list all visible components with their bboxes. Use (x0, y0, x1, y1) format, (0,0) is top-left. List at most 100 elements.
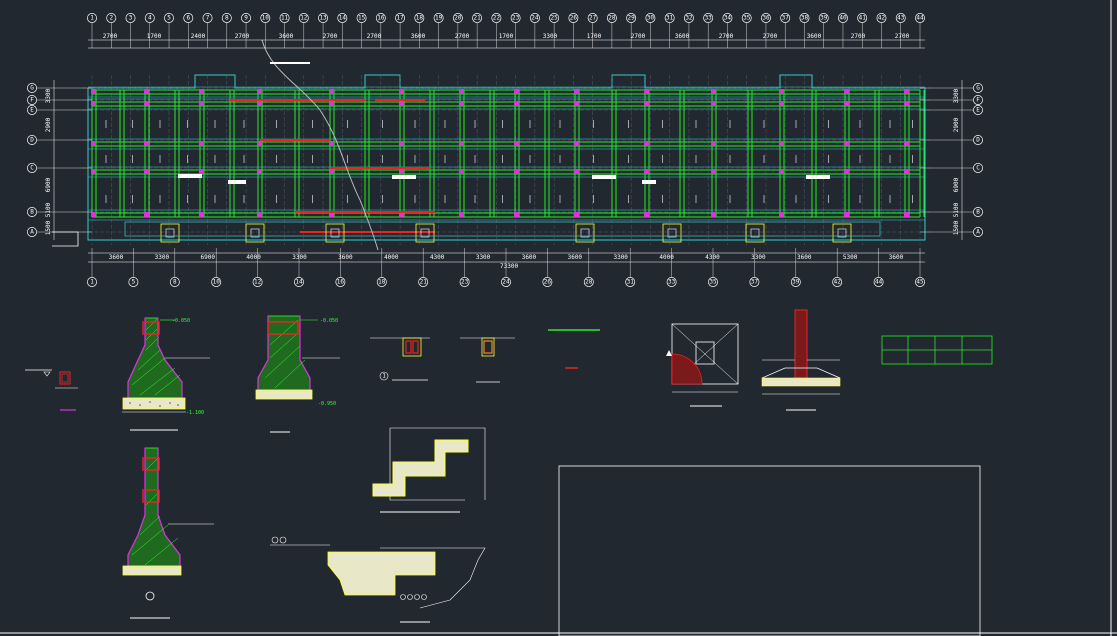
bottom-dim-value: 3600 (797, 254, 812, 261)
bottom-dim-value: 3300 (292, 254, 307, 261)
axis-label-top: 4 (148, 15, 152, 22)
axis-label-top: 34 (724, 15, 732, 22)
axis-label-bottom: 44 (875, 279, 883, 286)
axis-bubble-bottom (376, 277, 387, 287)
axis-label-top: 37 (782, 15, 790, 22)
detail-strip-footing-1: -0.050 -1.100 (122, 317, 210, 431)
axis-label-bottom: 33 (668, 279, 676, 286)
bottom-dim-value: 3300 (613, 254, 628, 261)
bottom-dim-value: 3600 (889, 254, 904, 261)
axis-label-top: 28 (608, 15, 616, 22)
axis-bubble-bottom (252, 277, 263, 287)
axis-label-side: F (30, 97, 34, 104)
axis-bubble-top (298, 13, 309, 23)
axis-bubble-bottom (583, 277, 594, 287)
top-dim-value: 3600 (807, 33, 822, 40)
bottom-dim-value: 3600 (568, 254, 583, 261)
axis-bubble-side (973, 135, 983, 145)
axis-bubble-top (106, 13, 117, 23)
axis-bubble-top (761, 13, 771, 23)
axis-bubble-top (645, 13, 656, 23)
detail-isolated-footing-section (761, 309, 841, 411)
axis-bubble-bottom (211, 277, 222, 287)
axis-label-side: G (30, 85, 34, 92)
axis-bubble-bottom (790, 277, 801, 287)
axis-bubble-side (973, 227, 983, 237)
top-dim-value: 2700 (895, 33, 910, 40)
axis-bubble-top (260, 13, 271, 23)
top-dim-value: 2700 (631, 33, 646, 40)
axis-label-top: 44 (916, 15, 924, 22)
top-dim-value: 1700 (147, 33, 162, 40)
pile-cap (415, 223, 435, 243)
axis-bubble-side (27, 163, 37, 173)
axis-bubble-bottom (915, 277, 925, 287)
axis-label-top: 26 (570, 15, 578, 22)
axis-bubble-top (144, 13, 155, 23)
axis-label-bottom: 35 (709, 279, 717, 286)
plan-break-curve (261, 39, 379, 251)
axis-label-bottom: 21 (420, 279, 428, 286)
axis-label-side: A (976, 229, 980, 236)
bottom-dim-value: 4300 (705, 254, 720, 261)
axis-bubble-side (973, 105, 983, 115)
axis-bubble-top (241, 13, 251, 23)
axis-label-side: A (30, 229, 34, 236)
axis-label-side: C (30, 165, 34, 172)
axis-bubble-bottom (873, 277, 884, 287)
total-length-label: 73300 (500, 263, 518, 270)
top-dim-value: 2700 (763, 33, 778, 40)
axis-bubble-top (683, 13, 694, 23)
axis-bubble-bottom (87, 277, 97, 287)
axis-bubble-bottom (335, 277, 346, 287)
axis-bubble-top (895, 13, 906, 23)
axis-label-side: D (30, 137, 34, 144)
top-dim-value: 2700 (719, 33, 734, 40)
axis-label-top: 11 (281, 15, 289, 22)
axis-label-top: 15 (358, 15, 366, 22)
axis-label-top: 19 (435, 15, 443, 22)
axis-label-side: G (976, 85, 980, 92)
axis-bubble-top (318, 13, 329, 23)
axis-label-top: 29 (628, 15, 636, 22)
axis-label-top: 30 (647, 15, 655, 22)
axis-bubble-top (549, 13, 560, 23)
axis-label-bottom: 42 (834, 279, 842, 286)
axis-label-top: 41 (859, 15, 867, 22)
axis-bubble-bottom (625, 277, 636, 287)
pile-cap (160, 223, 180, 243)
bottom-dim-value: 4000 (384, 254, 399, 261)
axis-label-bottom: 23 (461, 279, 469, 286)
top-dim-value: 2700 (455, 33, 470, 40)
top-dim-value: 2400 (191, 33, 206, 40)
axis-label-top: 39 (820, 15, 828, 22)
axis-bubble-bottom (666, 277, 677, 287)
axis-bubble-top (838, 13, 848, 23)
top-dim-value: 2700 (323, 33, 338, 40)
detail-foundation-step-2 (270, 536, 486, 623)
plan-grid-lines (82, 75, 930, 245)
detail-3-section-circle (145, 591, 155, 601)
axis-label-bottom: 31 (627, 279, 635, 286)
axis-label-top: 31 (666, 15, 674, 22)
axis-bubble-top (587, 13, 598, 23)
left-dim-value: 2900 (45, 117, 52, 132)
axis-bubble-bottom (418, 277, 429, 287)
axis-label-top: 12 (300, 15, 308, 22)
axis-label-bottom: 37 (751, 279, 759, 286)
axis-bubble-bottom (832, 277, 843, 287)
axis-bubble-side (27, 227, 37, 237)
axis-label-top: 16 (377, 15, 385, 22)
detail-stepped-footing (372, 427, 486, 513)
axis-label-top: 22 (493, 15, 501, 22)
plan-corner-mark (52, 231, 79, 247)
bottom-dim-value: 3600 (109, 254, 124, 261)
axis-label-bottom: 26 (544, 279, 552, 286)
left-dim-value: 1500 (45, 220, 52, 235)
axis-bubble-top (915, 13, 925, 23)
pile-cap (575, 223, 595, 243)
